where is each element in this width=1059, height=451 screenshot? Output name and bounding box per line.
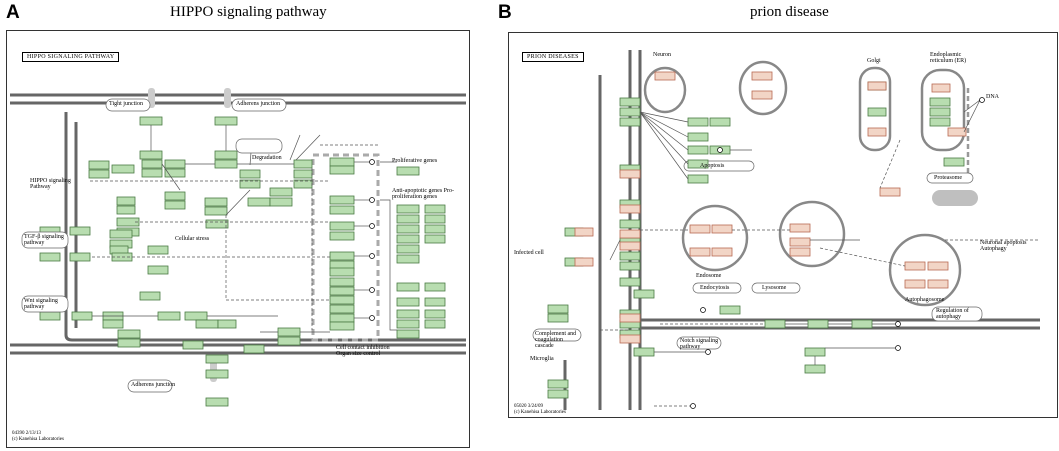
panel-b-prion-boxes: [574, 71, 967, 344]
panel-a-membranes: [10, 93, 466, 355]
label-notch-pathway: Notch signaling pathway: [680, 338, 719, 350]
panel-a-title: HIPPO signaling pathway: [170, 4, 327, 20]
label-infected-cell: Infected cell: [514, 250, 544, 256]
label-lysosome: Lysosome: [762, 285, 787, 291]
label-proliferative-genes: Proliferative genes: [392, 158, 438, 164]
label-er: Endoplasmic reticulum (ER): [930, 52, 967, 64]
panel-b-footer-copyright: (c) Kanehisa Laboratories: [514, 410, 566, 415]
panel-a-gene-boxes: [39, 116, 446, 407]
panel-a-nucleus-box: [311, 153, 380, 342]
panel-b-edges: [600, 99, 1040, 407]
label-endosome: Endosome: [696, 273, 722, 279]
panel-a-footer: 04390 2/13/13 (c) Kanehisa Laboratories: [12, 431, 64, 443]
label-proteasome: Proteasome: [934, 175, 962, 181]
label-complement-cascade: Complement and coagulation cascade: [535, 331, 577, 349]
panel-a-edges: [90, 125, 397, 333]
label-microglia: Microglia: [530, 356, 554, 362]
panel-b-footer: 05020 3/24/09 (c) Kanehisa Laboratories: [514, 404, 566, 416]
panel-a-footer-copyright: (c) Kanehisa Laboratories: [12, 437, 64, 442]
label-tight-junction: Tight junction: [109, 101, 143, 107]
label-wnt-pathway: Wnt signaling pathway: [24, 298, 58, 310]
panel-b-title: prion disease: [750, 4, 829, 20]
label-degradation: Degradation: [252, 155, 282, 161]
label-regulation-autophagy: Regulation of autophagy: [936, 308, 969, 320]
panel-a-pathway-header: HIPPO SIGNALING PATHWAY: [22, 52, 120, 62]
label-golgi: Golgi: [867, 58, 881, 64]
label-anti-apoptotic-genes: Anti-apoptotic genes Pro-proliferation g…: [392, 188, 454, 200]
label-adherens-junction-top: Adherens junction: [236, 101, 281, 107]
label-cellular-stress: Cellular stress: [175, 236, 210, 242]
label-apoptosis: Apoptosis: [700, 163, 725, 169]
panel-b-frame: [508, 32, 1058, 418]
panel-a-footer-code: 04390 2/13/13: [12, 431, 42, 436]
label-neuronal-apoptosis: Neuronal apoptosis Autophagy: [980, 240, 1027, 252]
panel-b-organelles: [643, 60, 966, 307]
label-tgf-pathway: TGF-β signaling pathway: [24, 234, 64, 246]
panel-a-letter: A: [6, 2, 20, 23]
label-hippo-signaling: HIPPO signaling Pathway: [30, 178, 71, 190]
label-neuron: Neuron: [653, 52, 671, 58]
label-adherens-junction-bottom: Adherens junction: [131, 382, 176, 388]
label-dna: DNA: [986, 94, 999, 100]
label-contact-inhibition: Cell contact inhibition Organ size contr…: [336, 345, 390, 357]
panel-b-pathway-header: PRION DISEASES: [522, 52, 584, 62]
panel-b-letter: B: [498, 2, 512, 23]
label-endocytosis: Endocytosis: [700, 285, 730, 291]
label-autophagosome: Autophagosome: [905, 297, 945, 303]
panel-b-footer-code: 05020 3/24/09: [514, 404, 544, 409]
